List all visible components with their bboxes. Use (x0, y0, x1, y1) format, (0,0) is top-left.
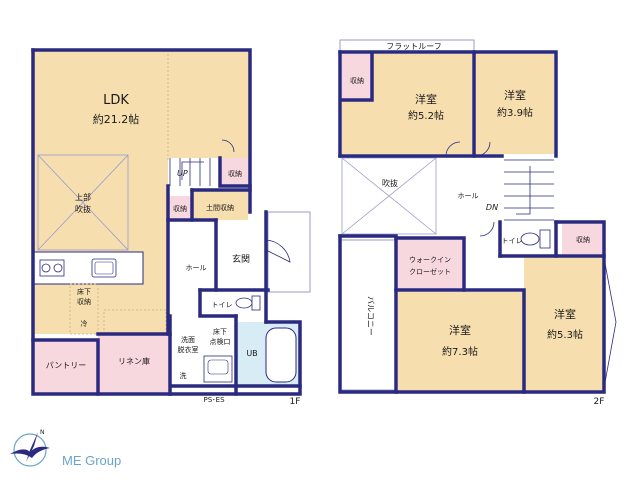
walkin-label-2: クローゼット (409, 267, 451, 276)
floor-1f: LDK 約21.2帖 上部 吹抜 UP 収納 収納 土間収納 ホール 玄関 床下… (31, 48, 311, 407)
storage-small-label: 収納 (173, 204, 187, 213)
linen-label: リネン庫 (118, 356, 150, 366)
pantry-floor (33, 340, 98, 394)
storage-tl-label: 収納 (350, 76, 364, 85)
room2-name: 洋室 (504, 88, 526, 102)
underfloor-label-1: 床下 (77, 287, 91, 296)
hall-2f-label: ホール (458, 192, 479, 200)
room3-area: 約7.3帖 (442, 345, 478, 358)
logo-text: ME Group (62, 453, 121, 468)
walls-2f (338, 50, 606, 394)
washer-label: 洗 (180, 371, 187, 380)
doors-2f (445, 141, 617, 389)
room2-area: 約3.9帖 (497, 106, 533, 119)
room1-area: 約5.2帖 (408, 109, 444, 122)
bird-icon (10, 446, 50, 458)
room2-floor (474, 54, 554, 154)
inspection-label-2: 点検口 (210, 337, 231, 346)
ldk-floor-upper (168, 50, 250, 158)
storage-tl-floor (342, 54, 372, 100)
wash-label-1: 洗面 (181, 335, 195, 344)
stove-icon (39, 259, 65, 277)
compass-north-label: N (40, 429, 45, 436)
compass-logo: N ME Group (10, 429, 121, 468)
void-label-2: 吹抜 (75, 204, 91, 214)
floor-1f-label: 1F (290, 397, 301, 407)
stairs-1f (169, 158, 211, 186)
room3-floor (398, 292, 524, 392)
room4-area: 約5.3帖 (547, 328, 583, 341)
walkin-label-1: ウォークイン (409, 256, 451, 264)
storage-stair-label: 収納 (228, 169, 242, 178)
underfloor-label-2: 収納 (77, 297, 91, 306)
storage-r-label: 収納 (576, 235, 590, 244)
hall-2f-floor (438, 156, 502, 238)
toilet-2f-icon (520, 229, 551, 249)
linen-floor (98, 334, 170, 394)
room4-name: 洋室 (554, 307, 576, 321)
room4-floor (524, 256, 604, 392)
walkin-floor (396, 238, 464, 290)
toilet-1f-label: トイレ (212, 301, 233, 309)
fridge-label: 冷 (81, 319, 88, 328)
dn-label: DN (486, 203, 498, 212)
toilet-2f-label: トイレ (502, 237, 523, 245)
walls-1f (31, 48, 302, 396)
washbasin-icon (203, 355, 233, 383)
room1-name: 洋室 (415, 92, 437, 106)
stair-floor (168, 158, 220, 186)
floor-2f-label: 2F (594, 397, 605, 407)
ldk-name: LDK (103, 93, 129, 108)
storage-r-floor (562, 224, 604, 254)
wash-label-2: 脱衣室 (178, 345, 199, 354)
inspection-label-1: 床下 (213, 327, 227, 336)
balcony-label: バルコニー (366, 296, 375, 336)
room3-name: 洋室 (449, 323, 471, 337)
entrance-floor (216, 220, 266, 290)
flat-roof-label: フラットルーフ (386, 42, 442, 51)
storage-small-floor (168, 196, 192, 220)
entrance-label: 玄関 (232, 253, 250, 265)
stairs-2f (504, 159, 554, 221)
ldk-area: 約21.2帖 (93, 112, 140, 126)
compass-circle (13, 433, 47, 467)
up-label: UP (177, 169, 188, 178)
room1-floor-left (342, 100, 372, 154)
entry-storage-floor (192, 190, 248, 220)
entry-storage-label: 土間収納 (206, 203, 234, 212)
bathtub-icon (265, 327, 297, 383)
hall-floor (168, 220, 216, 290)
sink-icon (91, 258, 117, 278)
balcony-floor (339, 239, 397, 391)
storage-stair-floor (220, 158, 250, 186)
pantry-label: パントリー (46, 361, 86, 370)
room1-floor (372, 54, 472, 154)
toilet-1f-icon (235, 295, 261, 311)
void-label-1: 上部 (75, 192, 91, 202)
ldk-floor (33, 50, 168, 334)
void-2f-label: 吹抜 (382, 178, 398, 188)
ps-label: PS･ES (203, 396, 225, 404)
ub-label: UB (246, 349, 257, 358)
doors-1f (221, 139, 291, 263)
porch-floor (267, 211, 311, 293)
hall-1f-label: ホール (186, 264, 207, 272)
floor-2f: フラットルーフ 収納 洋室 約5.2帖 洋室 約3.9帖 吹抜 ホール DN ウ… (338, 39, 617, 407)
